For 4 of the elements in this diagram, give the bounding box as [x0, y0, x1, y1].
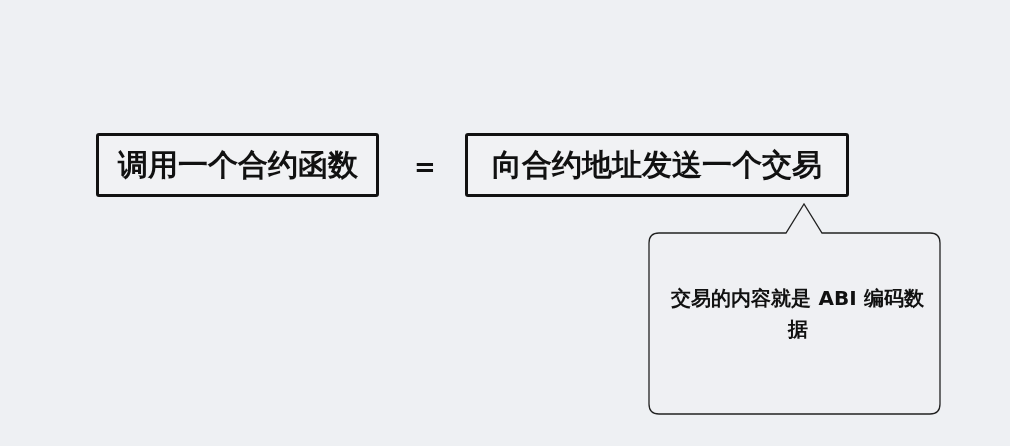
- callout-text: 交易的内容就是 ABI 编码数据: [670, 285, 925, 343]
- text-box: 调用一个合约函数: [96, 133, 379, 197]
- text-box: 向合约地址发送一个交易: [465, 133, 849, 197]
- equals-sign: =: [414, 152, 436, 182]
